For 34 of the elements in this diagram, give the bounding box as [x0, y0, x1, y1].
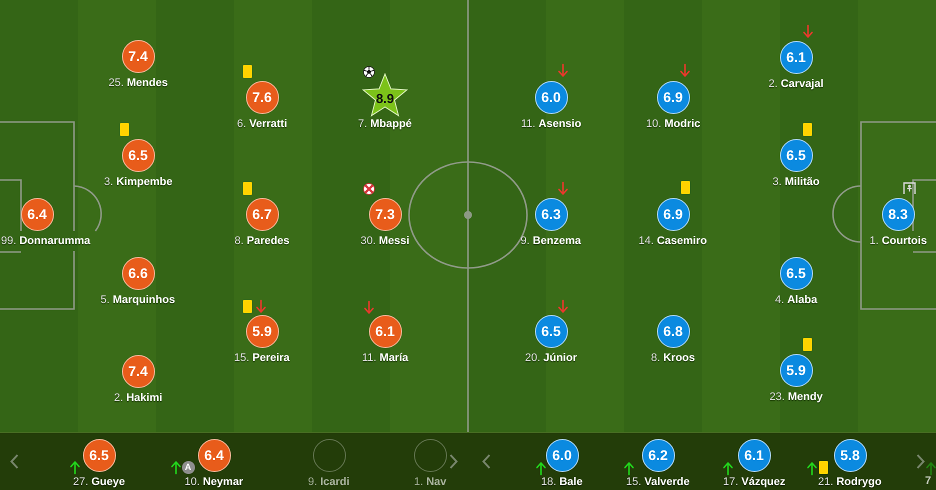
player-name: 99. Donnarumma [1, 234, 90, 248]
player-name: 2. Carvajal [768, 78, 824, 90]
player-name: 2. Hakimi [114, 392, 162, 404]
player-name: 10. Neymar [184, 476, 244, 488]
player-name: 25. Mendes [108, 76, 168, 90]
player-name: 3. Militão [772, 176, 820, 188]
player-name: 15. Pereira [234, 352, 290, 364]
player-name: 15. Valverde [626, 476, 690, 488]
player-name: 9. Benzema [520, 234, 582, 248]
player-name: 27. Gueye [73, 476, 125, 488]
player-name: 11. Asensio [521, 118, 582, 130]
player-name: 11. María [362, 352, 408, 364]
player-name: 7. Mbappé [358, 118, 412, 130]
player-name: 18. Bale [541, 476, 583, 488]
player-name: 6. Verratti [237, 118, 288, 130]
player-name: 4. Alaba [775, 294, 818, 306]
player-name: 9. Icardi [308, 476, 350, 488]
player-name: 1. Nav [414, 476, 446, 488]
player-name: 14. Casemiro [638, 234, 707, 248]
player-name: 30. Messi [360, 234, 410, 248]
player-name: 1. Courtois [870, 234, 927, 248]
player-number: 7 [925, 474, 932, 488]
player-name: 5. Marquinhos [100, 294, 176, 306]
player-name: 23. Mendy [770, 390, 823, 404]
star-rating: 8.9 [362, 73, 408, 117]
player-name: 8. Paredes [234, 234, 290, 248]
player-name: 21. Rodrygo [818, 476, 882, 488]
placeholder-circle [312, 438, 346, 472]
player-name: 10. Modric [646, 118, 700, 130]
placeholder-circle [414, 438, 446, 472]
player-name: 8. Kroos [651, 352, 696, 364]
player-name: 17. Vázquez [723, 476, 786, 488]
player-name: 20. Júnior [525, 352, 577, 364]
player-name: 3. Kimpembe [104, 176, 172, 188]
